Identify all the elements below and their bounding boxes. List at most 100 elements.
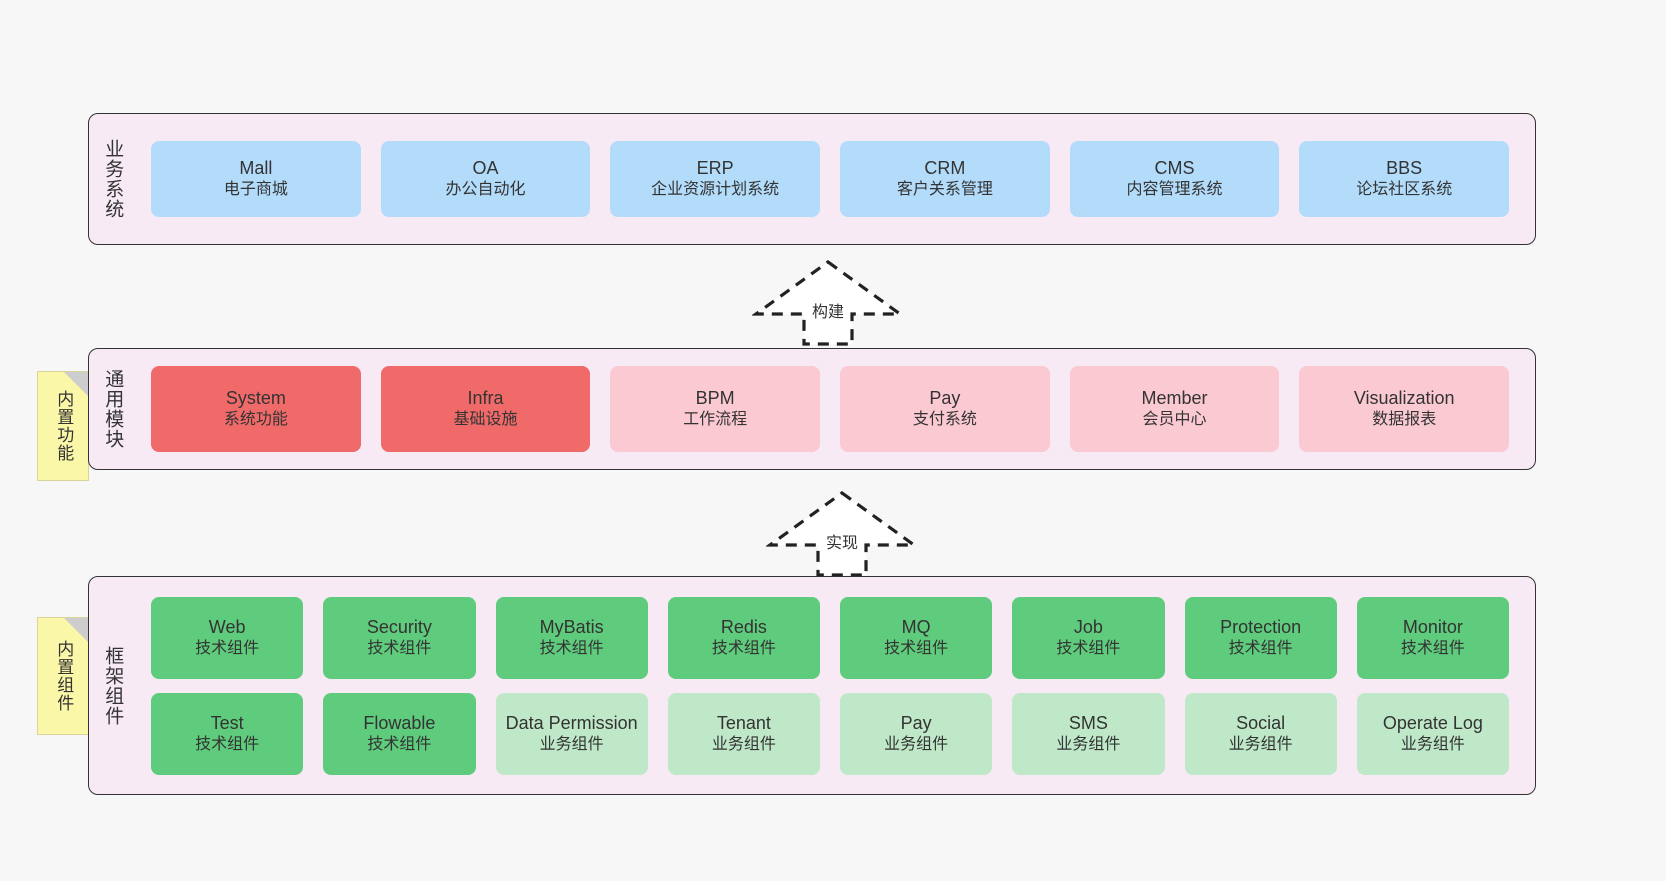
node-monitor[interactable]: Monitor 技术组件 [1356, 596, 1509, 679]
node-bpm-en: BPM [695, 388, 735, 409]
node-tenant-cn: 业务组件 [711, 735, 776, 753]
node-bpm-cn: 工作流程 [683, 411, 748, 429]
arrow-build-glyph [751, 260, 905, 346]
arrow-build: 构建 [751, 258, 905, 348]
node-data-permission[interactable]: Data Permission 业务组件 [495, 692, 648, 775]
node-crm[interactable]: CRM 客户关系管理 [840, 141, 1050, 217]
node-member[interactable]: Member 会员中心 [1069, 366, 1280, 452]
node-protection[interactable]: Protection 技术组件 [1184, 596, 1337, 679]
node-pay-module-en: Pay [929, 388, 961, 409]
node-cms-en: CMS [1154, 158, 1195, 179]
node-security-en: Security [366, 616, 432, 637]
node-monitor-cn: 技术组件 [1400, 639, 1465, 657]
node-mall-cn: 电子商城 [223, 181, 288, 199]
node-bbs-en: BBS [1386, 158, 1423, 179]
node-bpm[interactable]: BPM 工作流程 [610, 366, 821, 452]
node-web-cn: 技术组件 [195, 639, 260, 657]
layer-framework-component-body: Web 技术组件 Security 技术组件 MyBatis 技术组件 Redi… [135, 577, 1535, 794]
node-web[interactable]: Web 技术组件 [151, 596, 304, 679]
node-cms[interactable]: CMS 内容管理系统 [1069, 141, 1280, 217]
node-operate-log[interactable]: Operate Log 业务组件 [1356, 692, 1509, 775]
node-oa[interactable]: OA 办公自动化 [380, 141, 591, 217]
node-pay-component[interactable]: Pay 业务组件 [840, 692, 993, 775]
node-mq-cn: 技术组件 [884, 639, 949, 657]
node-mybatis[interactable]: MyBatis 技术组件 [495, 596, 648, 679]
note-builtin-component-label: 内置组件 [54, 640, 74, 712]
note-builtin-function-label: 内置功能 [54, 390, 74, 462]
node-oa-en: OA [472, 158, 499, 179]
node-security-cn: 技术组件 [367, 639, 432, 657]
node-test[interactable]: Test 技术组件 [151, 692, 304, 775]
node-redis-cn: 技术组件 [711, 639, 776, 657]
node-sms[interactable]: SMS 业务组件 [1012, 692, 1165, 775]
node-tenant[interactable]: Tenant 业务组件 [667, 692, 820, 775]
framework-row-business: Test 技术组件 Flowable 技术组件 Data Permission … [141, 692, 1519, 775]
arrow-implement: 实现 [765, 489, 919, 579]
node-pay-component-en: Pay [900, 712, 932, 733]
node-redis-en: Redis [720, 616, 767, 637]
arrow-implement-glyph [765, 491, 919, 577]
node-flowable[interactable]: Flowable 技术组件 [323, 692, 476, 775]
layer-business-system: 业务系统 Mall 电子商城 OA 办公自动化 ERP 企业资源计划系统 CRM… [88, 113, 1536, 245]
node-erp-en: ERP [696, 158, 734, 179]
node-tenant-en: Tenant [716, 712, 771, 733]
node-flowable-en: Flowable [363, 712, 436, 733]
node-data-permission-en: Data Permission [505, 712, 638, 733]
node-member-en: Member [1141, 388, 1208, 409]
node-protection-cn: 技术组件 [1228, 639, 1293, 657]
node-infra[interactable]: Infra 基础设施 [380, 366, 591, 452]
node-operate-log-en: Operate Log [1382, 712, 1483, 733]
node-mybatis-cn: 技术组件 [539, 639, 604, 657]
layer-common-module: 通用模块 System 系统功能 Infra 基础设施 BPM 工作流程 Pay… [88, 348, 1536, 470]
note-fold-corner-icon [64, 618, 88, 642]
node-mybatis-en: MyBatis [539, 616, 604, 637]
note-builtin-function: 内置功能 [37, 371, 89, 481]
node-test-en: Test [210, 712, 244, 733]
node-mq-en: MQ [901, 616, 931, 637]
framework-row-tech: Web 技术组件 Security 技术组件 MyBatis 技术组件 Redi… [141, 596, 1519, 679]
node-mall-en: Mall [239, 158, 273, 179]
layer-framework-component: 框架组件 Web 技术组件 Security 技术组件 MyBatis 技术组件… [88, 576, 1536, 795]
node-social-en: Social [1236, 712, 1286, 733]
node-pay-module-cn: 支付系统 [912, 411, 977, 429]
layer-common-module-body: System 系统功能 Infra 基础设施 BPM 工作流程 Pay 支付系统… [135, 349, 1535, 469]
node-pay-module[interactable]: Pay 支付系统 [840, 366, 1050, 452]
node-bbs[interactable]: BBS 论坛社区系统 [1299, 141, 1510, 217]
node-social[interactable]: Social 业务组件 [1184, 692, 1337, 775]
node-pay-component-cn: 业务组件 [884, 735, 949, 753]
node-erp[interactable]: ERP 企业资源计划系统 [610, 141, 821, 217]
node-protection-en: Protection [1220, 616, 1302, 637]
node-crm-en: CRM [924, 158, 966, 179]
layer-business-system-title: 业务系统 [102, 139, 124, 219]
node-sms-cn: 业务组件 [1056, 735, 1121, 753]
node-test-cn: 技术组件 [195, 735, 260, 753]
node-flowable-cn: 技术组件 [367, 735, 432, 753]
layer-common-module-title: 通用模块 [102, 369, 124, 449]
node-data-permission-cn: 业务组件 [539, 735, 604, 753]
node-erp-cn: 企业资源计划系统 [651, 181, 780, 199]
node-visualization[interactable]: Visualization 数据报表 [1299, 366, 1510, 452]
node-web-en: Web [208, 616, 246, 637]
node-security[interactable]: Security 技术组件 [323, 596, 476, 679]
node-operate-log-cn: 业务组件 [1400, 735, 1465, 753]
node-job-en: Job [1073, 616, 1103, 637]
node-sms-en: SMS [1068, 712, 1108, 733]
node-system-en: System [225, 388, 286, 409]
layer-framework-component-title: 框架组件 [102, 645, 124, 726]
node-visualization-cn: 数据报表 [1372, 411, 1437, 429]
note-builtin-component: 内置组件 [37, 617, 89, 735]
node-redis[interactable]: Redis 技术组件 [667, 596, 820, 679]
node-mq[interactable]: MQ 技术组件 [840, 596, 993, 679]
node-infra-cn: 基础设施 [453, 411, 518, 429]
node-oa-cn: 办公自动化 [445, 181, 526, 199]
node-monitor-en: Monitor [1402, 616, 1463, 637]
layer-business-system-body: Mall 电子商城 OA 办公自动化 ERP 企业资源计划系统 CRM 客户关系… [135, 114, 1535, 244]
node-member-cn: 会员中心 [1142, 411, 1207, 429]
node-bbs-cn: 论坛社区系统 [1356, 181, 1453, 199]
node-system[interactable]: System 系统功能 [151, 366, 361, 452]
node-job[interactable]: Job 技术组件 [1012, 596, 1165, 679]
node-cms-cn: 内容管理系统 [1126, 181, 1223, 199]
node-mall[interactable]: Mall 电子商城 [151, 141, 361, 217]
node-crm-cn: 客户关系管理 [896, 181, 993, 199]
